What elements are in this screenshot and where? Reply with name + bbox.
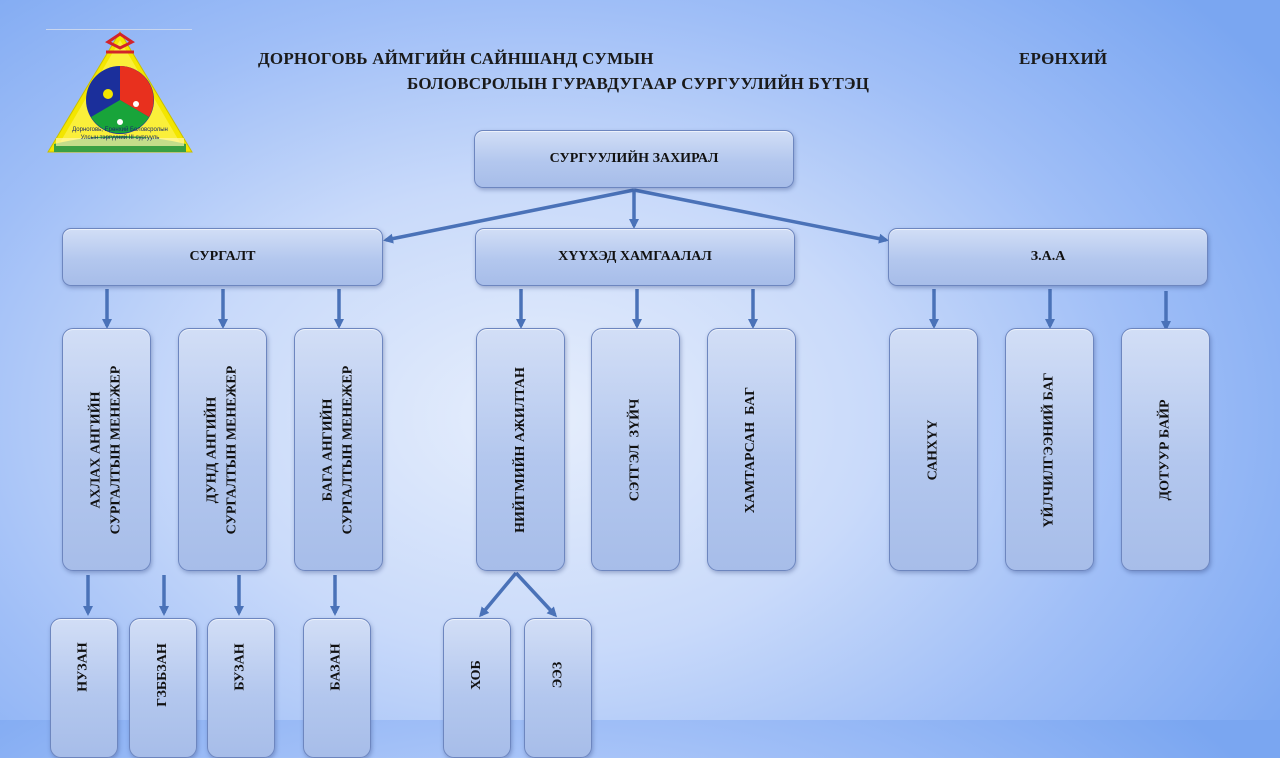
unit-box-social-worker: НИЙГМИЙН АЖИЛТАН [476, 328, 565, 571]
unit-label: БАГА АНГИЙН СУРГАЛТЫН МЕНЕЖЕР [320, 365, 356, 534]
unit-box-service-team: ҮЙЛЧИЛГЭЭНИЙ БАГ [1005, 328, 1094, 571]
subunit-box-gzbbzan: ГЗББЗАН [129, 618, 197, 758]
subunit-label: НУЗАН [76, 642, 91, 692]
department-label: СУРГАЛТ [189, 249, 256, 264]
subunit-label: ГЗББЗАН [154, 643, 170, 707]
unit-box-middle-manager: ДУНД АНГИЙН СУРГАЛТЫН МЕНЕЖЕР [178, 328, 267, 571]
subunit-box-bazan: БАЗАН [303, 618, 371, 758]
subunit-label: БУЗАН [233, 643, 248, 691]
subunit-label: ЭЭЗ [550, 661, 565, 689]
subunit-box-eez: ЭЭЗ [524, 618, 592, 758]
page-title-line1-right: ЕРӨНХИЙ [1019, 49, 1108, 68]
page-title-line1: ДОРНОГОВЬ АЙМГИЙН САЙНШАНД СУМЫН [258, 49, 654, 68]
unit-label: ҮЙЛЧИЛГЭЭНИЙ БАГ [1041, 371, 1057, 528]
unit-box-dormitory: ДОТУУР БАЙР [1121, 328, 1210, 571]
unit-box-finance: САНХҮҮ [889, 328, 978, 571]
school-logo: Дорноговь, Ерөнхий Боловсролын Улсын тэр… [44, 28, 196, 160]
unit-label: СЭТГЭЛ ЗҮЙЧ [627, 398, 643, 501]
unit-label: ДУНД АНГИЙН СУРГАЛТЫН МЕНЕЖЕР [204, 365, 240, 534]
unit-label: НИЙГМИЙН АЖИЛТАН [512, 366, 528, 533]
subunit-box-buzan: БУЗАН [207, 618, 275, 758]
subunit-label: БАЗАН [328, 643, 344, 691]
arrow-unit4-sub6 [514, 571, 558, 618]
unit-label: ДОТУУР БАЙР [1157, 398, 1173, 501]
department-label: З.А.А [1030, 249, 1066, 264]
unit-label: АХЛАХ АНГИЙН СУРГАЛТЫН МЕНЕЖЕР [88, 365, 124, 534]
unit-label: ХАМТАРСАН БАГ [743, 386, 759, 513]
subunit-box-nuzan: НУЗАН [50, 618, 118, 758]
page-title-line2: БОЛОВСРОЛЫН ГУРАВДУГААР СУРГУУЛИЙН БҮТЭЦ [407, 74, 870, 93]
department-box-zaa: З.А.А [888, 228, 1208, 286]
arrow-root-to-zaa [633, 188, 889, 244]
subunit-box-khob: ХОБ [443, 618, 511, 758]
unit-label: САНХҮҮ [925, 419, 941, 480]
department-box-surgalt: СУРГАЛТ [62, 228, 383, 286]
department-label: ХҮҮХЭД ХАМГААЛАЛ [558, 249, 712, 264]
connector-arrows [83, 188, 1171, 618]
unit-box-joint-team: ХАМТАРСАН БАГ [707, 328, 796, 571]
unit-box-psychologist: СЭТГЭЛ ЗҮЙЧ [591, 328, 680, 571]
arrow-root-to-surgalt [383, 188, 635, 244]
arrow-unit4-sub5 [479, 571, 518, 618]
root-label: СУРГУУЛИЙН ЗАХИРАЛ [549, 151, 719, 166]
unit-box-primary-manager: БАГА АНГИЙН СУРГАЛТЫН МЕНЕЖЕР [294, 328, 383, 571]
subunit-label: ХОБ [468, 660, 484, 690]
department-box-child-protection: ХҮҮХЭД ХАМГААЛАЛ [475, 228, 795, 286]
logo-divider [46, 29, 192, 30]
root-box-director: СУРГУУЛИЙН ЗАХИРАЛ [474, 130, 794, 188]
logo-text-line2: Улсын тэргүүний III сургууль [80, 135, 160, 141]
logo-text-line1: Дорноговь, Ерөнхий Боловсролын [72, 127, 168, 133]
unit-box-senior-manager: АХЛАХ АНГИЙН СУРГАЛТЫН МЕНЕЖЕР [62, 328, 151, 571]
